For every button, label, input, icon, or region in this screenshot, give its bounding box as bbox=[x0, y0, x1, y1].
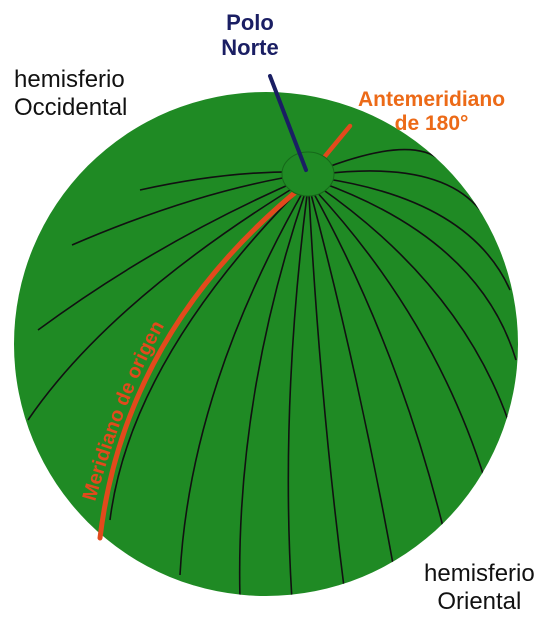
antimeridian-label: Antemeridiano de 180° bbox=[358, 88, 505, 136]
west-hemisphere-line-2: Occidental bbox=[14, 93, 128, 121]
east-hemisphere-label: hemisferio Oriental bbox=[424, 560, 535, 615]
meridian-line bbox=[37, 177, 305, 331]
prime-meridian-line bbox=[97, 183, 306, 541]
west-hemisphere-label: hemisferio Occidental bbox=[14, 66, 127, 121]
meridian-line bbox=[314, 189, 486, 481]
meridian-line bbox=[109, 185, 304, 521]
antimeridian-line-2: de 180° bbox=[394, 112, 469, 136]
north-pole-label: Polo Norte bbox=[200, 10, 300, 61]
east-hemisphere-line-1: hemisferio bbox=[424, 560, 535, 587]
meridian-line bbox=[27, 181, 304, 421]
meridian-line bbox=[179, 189, 305, 576]
meridian-line bbox=[238, 192, 306, 596]
meridian-line bbox=[310, 193, 396, 576]
north-pole-line-1: Polo bbox=[226, 10, 274, 35]
meridian-lines bbox=[27, 148, 517, 596]
meridian-line bbox=[287, 194, 308, 596]
meridian-line bbox=[319, 181, 517, 361]
antimeridian-line-1: Antemeridiano bbox=[358, 88, 506, 111]
east-hemisphere-line-2: Oriental bbox=[437, 587, 522, 615]
meridian-line bbox=[71, 173, 307, 246]
meridian-line bbox=[321, 170, 481, 211]
meridian-line bbox=[319, 148, 441, 171]
meridian-line bbox=[317, 185, 509, 421]
west-hemisphere-line-1: hemisferio bbox=[14, 66, 125, 93]
north-pole-cap bbox=[281, 151, 335, 197]
meridian-line bbox=[320, 177, 511, 291]
globe-disc bbox=[14, 92, 518, 596]
north-pole-line-2: Norte bbox=[221, 35, 279, 61]
meridian-line bbox=[312, 191, 446, 536]
pole-pointer-line bbox=[268, 74, 308, 172]
meridian-line bbox=[308, 194, 346, 596]
